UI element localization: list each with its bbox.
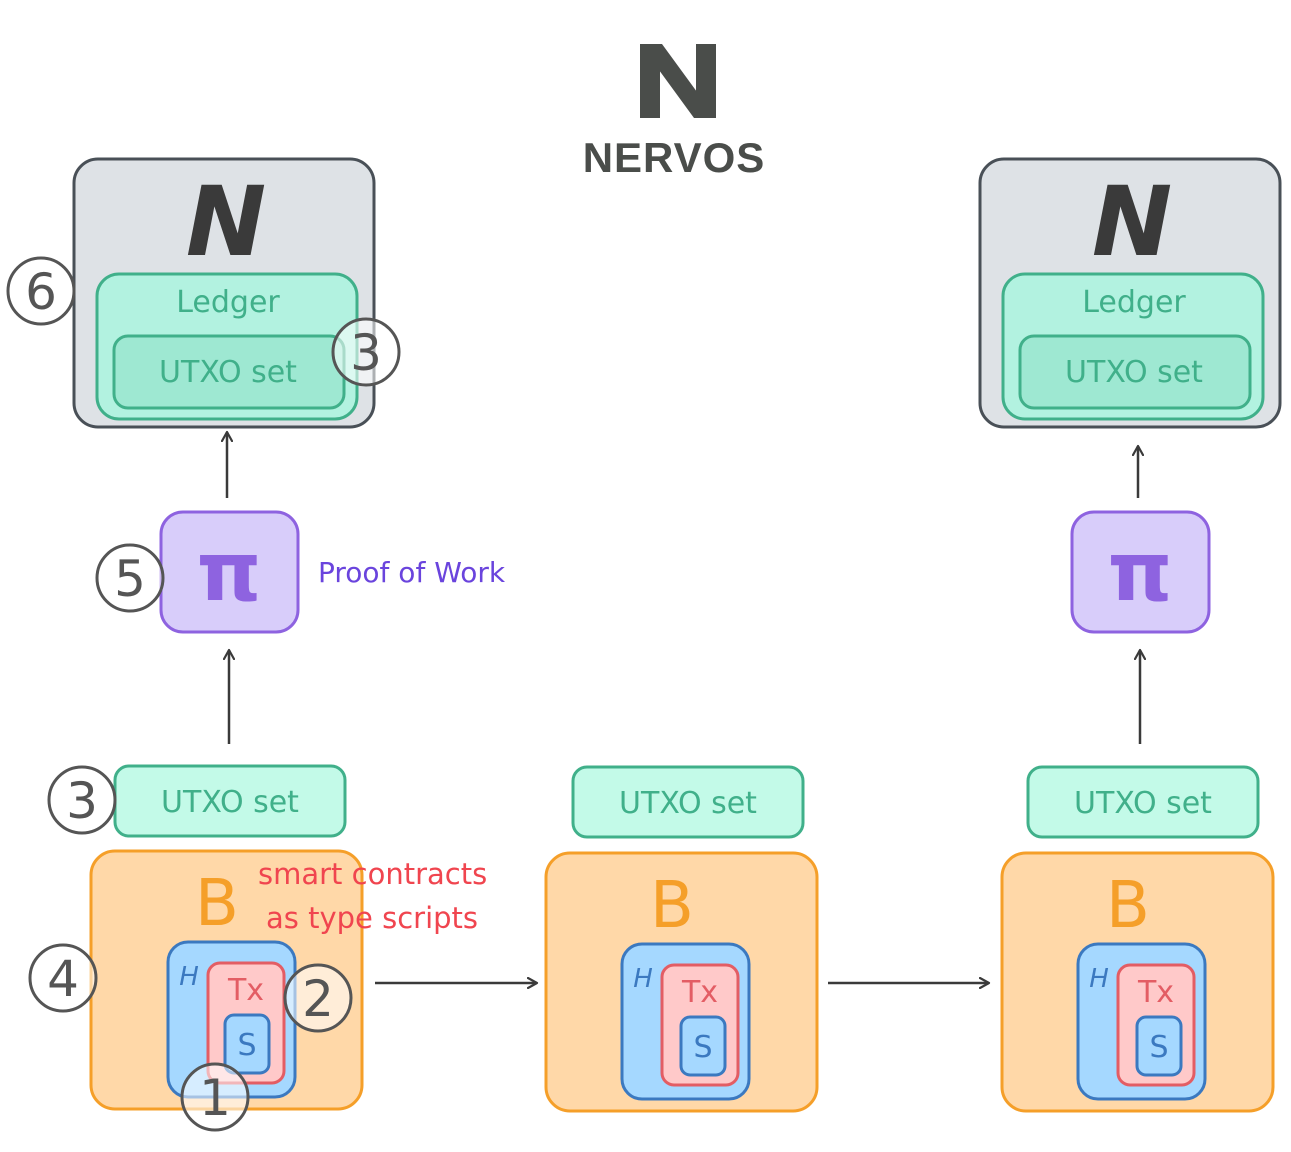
block-2-script-glyph: S xyxy=(693,1030,712,1065)
block-utxo-1: UTXO set xyxy=(113,764,347,838)
block-utxo-2: UTXO set xyxy=(571,765,805,839)
block-2-header-glyph: H xyxy=(633,964,653,994)
svg-text:3: 3 xyxy=(350,324,382,382)
node-left-glyph: N xyxy=(186,166,266,278)
annotation-line-1: smart contracts xyxy=(258,857,487,891)
block-3: B H Tx S xyxy=(1000,851,1275,1113)
brand-name: NERVOS xyxy=(583,134,766,181)
svg-text:3: 3 xyxy=(66,772,98,830)
pow-caption: Proof of Work xyxy=(318,556,506,589)
nervos-logo: NERVOS xyxy=(583,44,766,181)
block-utxo-3: UTXO set xyxy=(1026,765,1260,839)
marker-5: 5 xyxy=(95,543,165,613)
marker-3-block: 3 xyxy=(47,765,117,835)
svg-text:4: 4 xyxy=(47,950,79,1008)
block-2-tx-glyph: Tx xyxy=(681,975,718,1010)
node-utxo-right xyxy=(1018,334,1252,410)
block-1-script xyxy=(223,1013,271,1075)
pow-right: π xyxy=(1070,510,1211,634)
svg-text:2: 2 xyxy=(302,970,334,1028)
node-utxo-right-label: UTXO set xyxy=(1065,355,1203,390)
marker-6: 6 xyxy=(6,256,76,326)
block-3-header-glyph: H xyxy=(1089,964,1109,994)
marker-1: 1 xyxy=(180,1062,250,1132)
pow-left: π xyxy=(159,510,300,634)
block-3-script xyxy=(1135,1015,1183,1077)
block-2: B H Tx S xyxy=(544,851,819,1113)
block-3-tx-glyph: Tx xyxy=(1137,975,1174,1010)
ledger-right-label: Ledger xyxy=(1082,285,1186,320)
marker-3-node: 3 xyxy=(331,317,401,387)
ledger-left-label: Ledger xyxy=(176,285,280,320)
nervos-logo-icon xyxy=(640,44,716,118)
svg-text:1: 1 xyxy=(199,1069,231,1127)
block-1-header-glyph: H xyxy=(179,962,199,992)
marker-2: 2 xyxy=(283,963,353,1033)
svg-text:5: 5 xyxy=(114,550,146,608)
block-utxo-1-label: UTXO set xyxy=(161,785,299,820)
block-3-script-glyph: S xyxy=(1149,1030,1168,1065)
block-2-script xyxy=(679,1015,727,1077)
block-utxo-3-label: UTXO set xyxy=(1074,786,1212,821)
block-2-glyph: B xyxy=(650,869,694,943)
node-utxo-left-label: UTXO set xyxy=(159,355,297,390)
block-1-tx-glyph: Tx xyxy=(227,973,264,1008)
node-left: N Ledger UTXO set xyxy=(72,157,376,429)
block-1-glyph: B xyxy=(195,867,239,941)
svg-text:6: 6 xyxy=(25,263,57,321)
block-3-glyph: B xyxy=(1106,869,1150,943)
annotation-line-2: as type scripts xyxy=(266,901,478,935)
node-right-glyph: N xyxy=(1092,166,1172,278)
pow-right-glyph: π xyxy=(1108,525,1173,620)
block-utxo-2-label: UTXO set xyxy=(619,786,757,821)
marker-4: 4 xyxy=(28,943,98,1013)
block-1-script-glyph: S xyxy=(237,1028,256,1063)
block-1: B H Tx S xyxy=(89,849,364,1111)
pow-left-glyph: π xyxy=(197,525,262,620)
node-right: N Ledger UTXO set xyxy=(978,157,1282,429)
